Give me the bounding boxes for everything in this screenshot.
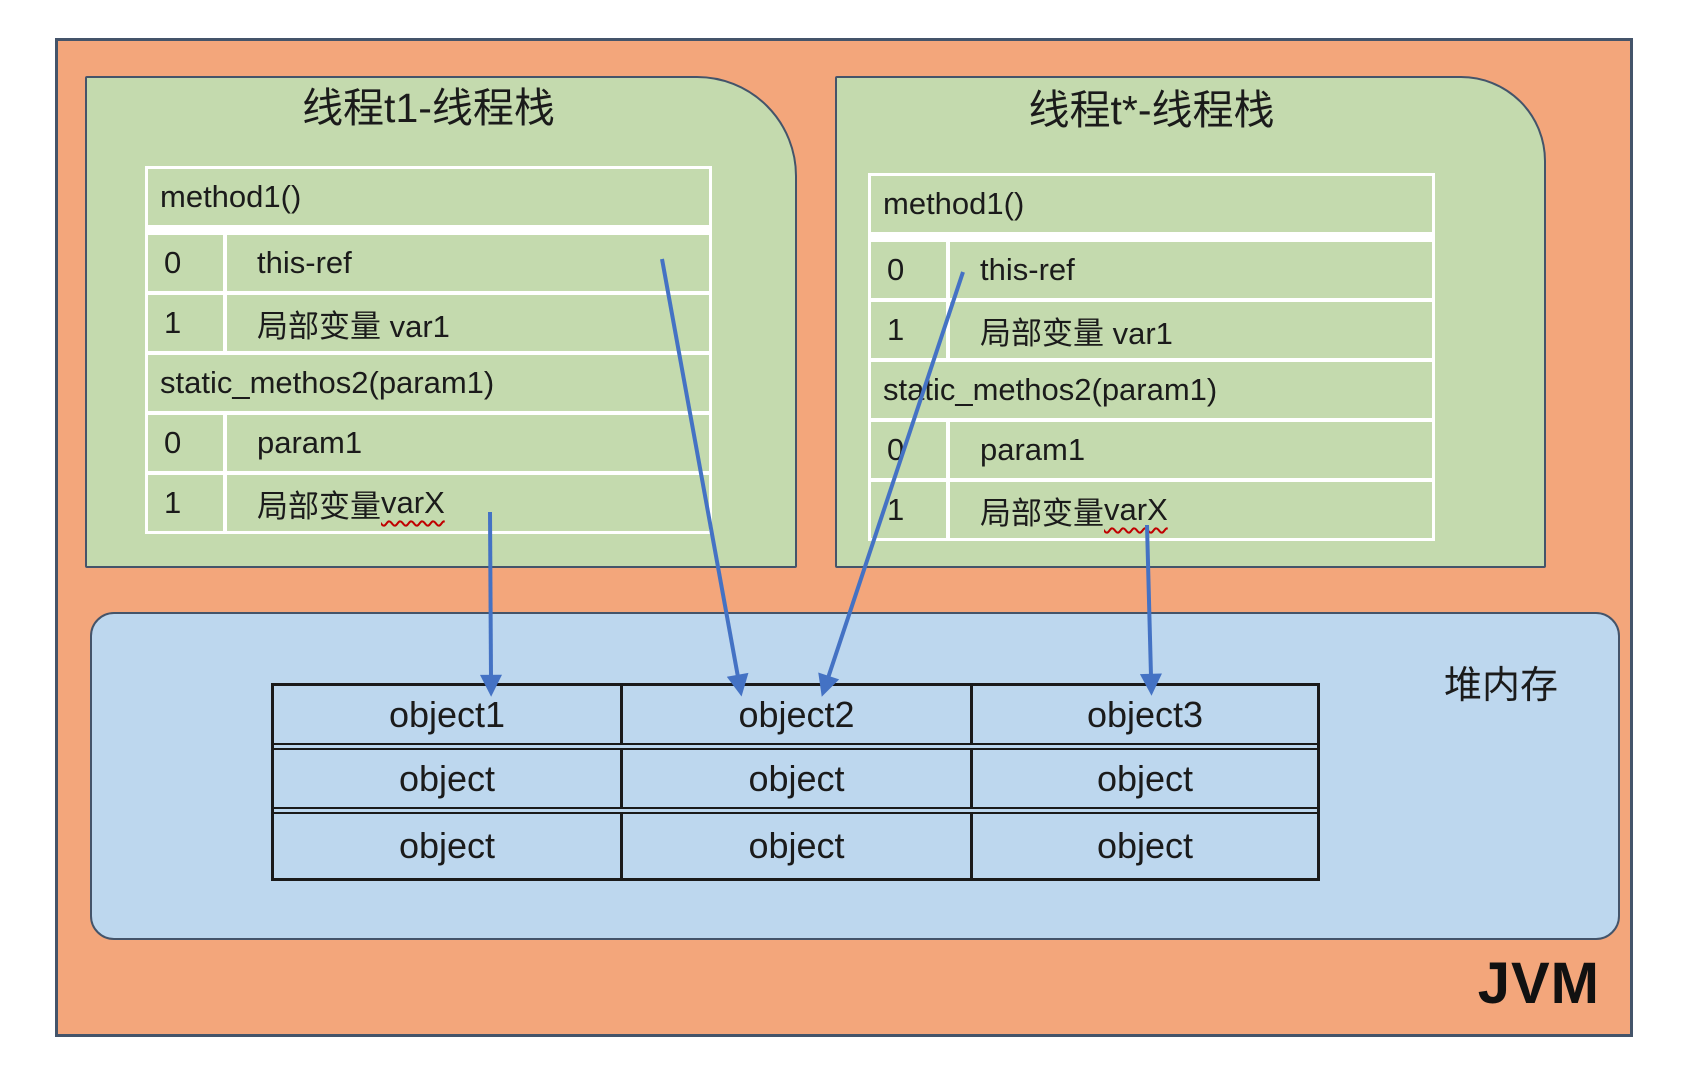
stack-frame-method-name: static_methos2(param1) [871, 362, 1432, 418]
stack-frame-row: method1() [871, 176, 1432, 232]
stack-slot-value-text: 局部变量 [980, 495, 1104, 531]
heap-object-cell: object [274, 814, 623, 878]
heap-object-header-cell: object3 [1086, 693, 1204, 735]
jvm-label: JVM [1477, 951, 1600, 1016]
heap-object-cell: object [1096, 757, 1194, 799]
heap-memory-label: 堆内存 [1443, 665, 1558, 707]
stack-slot-value: 局部变量 varX [950, 482, 1432, 538]
stack-slot-value: param1 [227, 415, 709, 471]
heap-object-cell: object [274, 750, 623, 807]
stack-slot-value-spellcheck-text: varX [1104, 492, 1168, 527]
stack-slot-value: this-ref [227, 235, 709, 291]
stack-slot-value: param1 [950, 422, 1432, 478]
stack-slot-value: 局部变量 var1 [227, 295, 709, 351]
stack-slot-index: 0 [871, 422, 946, 478]
stack-slot-index: 0 [148, 415, 223, 471]
heap-object-header-cell: object1 [274, 686, 623, 743]
stack-frame-method-name: method1() [871, 176, 1432, 232]
stack-slot-value: 局部变量 var1 [950, 302, 1432, 358]
heap-object-cell: object [1096, 825, 1194, 866]
stack-frame-method-name: static_methos2(param1) [148, 355, 709, 411]
stack-frame-row: static_methos2(param1) [871, 362, 1432, 418]
stack-slot-value: this-ref [950, 242, 1432, 298]
stack-slot-value: 局部变量 varX [227, 475, 709, 531]
thread-t-star-stack-title: 线程t*-线程栈 [1028, 87, 1275, 133]
stack-frame-row: static_methos2(param1) [148, 355, 709, 411]
heap-object-cell: object [623, 814, 973, 878]
stack-slot-index: 1 [148, 475, 223, 531]
stack-slot-index: 0 [148, 235, 223, 291]
heap-object-cell: object [623, 750, 973, 807]
stack-slot-index: 0 [871, 242, 946, 298]
stack-slot-value-spellcheck-text: varX [381, 485, 445, 520]
stack-slot-index: 1 [871, 302, 946, 358]
stack-slot-value-text: 局部变量 [257, 488, 381, 524]
stack-frame-row: method1() [148, 169, 709, 225]
heap-object-header-cell: object2 [623, 686, 973, 743]
thread-t1-stack-title: 线程t1-线程栈 [302, 85, 555, 131]
stack-frame-method-name: method1() [148, 169, 709, 225]
stack-slot-index: 1 [871, 482, 946, 538]
stack-slot-index: 1 [148, 295, 223, 351]
